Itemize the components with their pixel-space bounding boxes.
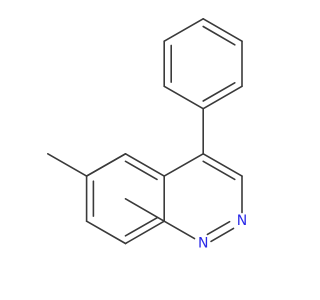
bond-ph-4: [202, 17, 243, 43]
bond-inner-3: [124, 217, 158, 237]
bond-c7-c8: [85, 220, 127, 245]
bond-ph-1: [163, 85, 204, 110]
bond-n2-n1-inner: [206, 220, 231, 236]
bond-methyl: [46, 153, 88, 177]
bond-c3-c3-inner: [202, 160, 236, 181]
bond-n2-n1: [210, 227, 235, 243]
bond-ph-3: [163, 17, 204, 43]
bond-n1-c8a: [163, 220, 196, 240]
molecule-structure: N N: [46, 17, 247, 252]
atom-n1: N: [198, 236, 208, 252]
bond-ph-6: [202, 85, 243, 110]
bond-inner-1: [124, 160, 158, 181]
bond-c4a-c5: [124, 153, 165, 177]
bond-ph-inner-3: [202, 82, 236, 102]
bond-c6-ring-fix: [85, 153, 127, 177]
bond-c8-c8a-ring: [124, 220, 165, 245]
molecule-canvas: N N: [46, 17, 248, 252]
bond-c4-c3: [202, 153, 243, 177]
bond-c4a-c4: [163, 153, 204, 177]
bond-c8-c8a: [124, 198, 165, 222]
atom-n2: N: [237, 213, 247, 229]
bond-ph-inner-2: [202, 25, 236, 46]
